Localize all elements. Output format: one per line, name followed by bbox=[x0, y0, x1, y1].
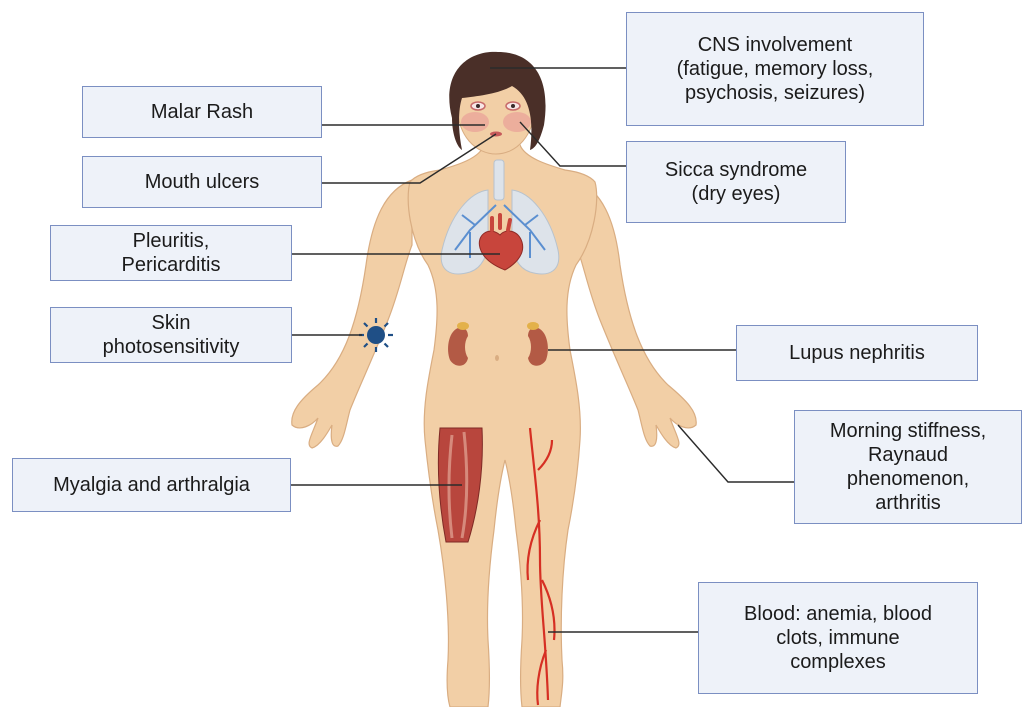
label-malar-rash: Malar Rash bbox=[82, 86, 322, 138]
label-blood: Blood: anemia, blood clots, immune compl… bbox=[698, 582, 978, 694]
label-skin-photosensitivity: Skin photosensitivity bbox=[50, 307, 292, 363]
leader-morning-stiffness bbox=[678, 425, 794, 482]
trachea bbox=[494, 160, 504, 200]
label-myalgia-arthralgia: Myalgia and arthralgia bbox=[12, 458, 291, 512]
malar-rash-left bbox=[461, 112, 489, 132]
torso-and-legs bbox=[408, 145, 597, 707]
label-mouth-ulcers: Mouth ulcers bbox=[82, 156, 322, 208]
label-cns-involvement: CNS involvement (fatigue, memory loss, p… bbox=[626, 12, 924, 126]
label-lupus-nephritis: Lupus nephritis bbox=[736, 325, 978, 381]
left-arm bbox=[292, 180, 412, 448]
label-sicca-syndrome: Sicca syndrome (dry eyes) bbox=[626, 141, 846, 223]
label-pleuritis-pericarditis: Pleuritis, Pericarditis bbox=[50, 225, 292, 281]
label-morning-stiffness: Morning stiffness, Raynaud phenomenon, a… bbox=[794, 410, 1022, 524]
